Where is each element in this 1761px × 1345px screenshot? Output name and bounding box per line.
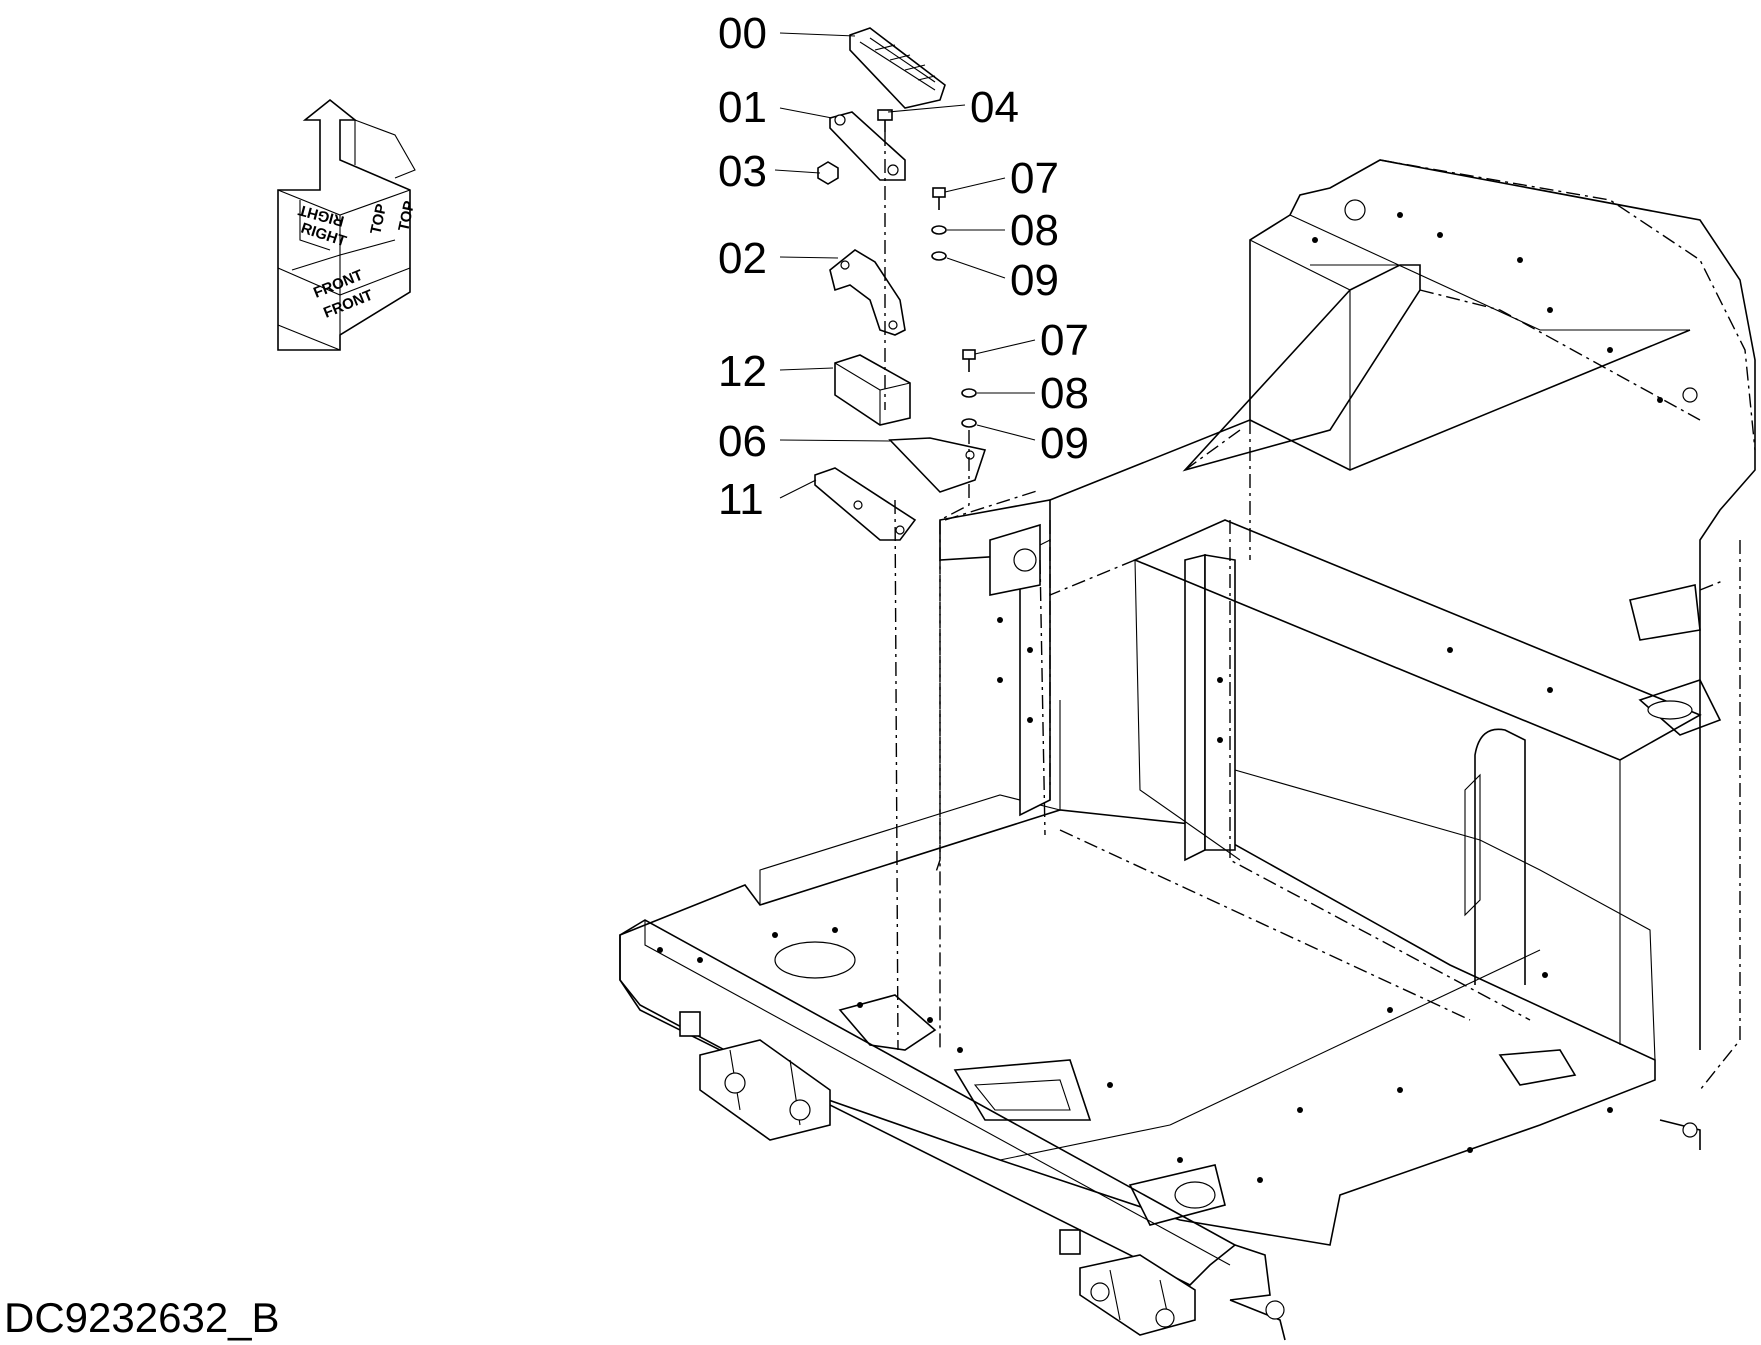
orient-label-top-2: TOP: [395, 199, 418, 232]
washer-part-08a: [931, 225, 947, 235]
callout-06: 06: [718, 417, 767, 466]
callout-00: 00: [718, 9, 767, 58]
leader-lines: [774, 32, 1036, 499]
washer-part-09a: [931, 251, 947, 261]
callout-07-lower: 07: [1040, 316, 1089, 365]
bolt-part-07a: [932, 187, 946, 198]
callout-11: 11: [718, 475, 764, 524]
nut-part-03: [817, 161, 839, 185]
washer-part-08b: [961, 388, 977, 398]
orient-label-top-1: TOP: [367, 202, 390, 235]
block-part-12: [834, 354, 911, 426]
bolt-part-07b: [962, 349, 976, 360]
exploded-parts: [814, 27, 987, 541]
callout-08-lower: 08: [1040, 369, 1089, 418]
washer-part-09b: [961, 418, 977, 428]
callout-09-upper: 09: [1010, 256, 1059, 305]
orientation-symbol: TOP TOP RIGHT RIGHT FRONT FRONT: [277, 98, 418, 351]
callout-07-upper: 07: [1010, 154, 1059, 203]
bracket-part-01: [829, 111, 906, 181]
drawing-code: DC9232632_B: [4, 1294, 280, 1341]
callout-labels: 00 01 04 03 07 08 02 09 07 12 08 06 09 1…: [718, 9, 1089, 524]
callout-04: 04: [970, 83, 1019, 132]
callout-08-upper: 08: [1010, 206, 1059, 255]
callout-12: 12: [718, 347, 767, 396]
cab-frame: [619, 159, 1756, 1341]
plate-part-11: [814, 467, 917, 541]
plate-part-06: [888, 437, 987, 493]
assembly-lines: [884, 132, 1756, 1091]
callout-02: 02: [718, 234, 767, 283]
callout-09-lower: 09: [1040, 419, 1089, 468]
bracket-part-02: [829, 249, 906, 336]
callout-01: 01: [718, 83, 767, 132]
callout-03: 03: [718, 147, 767, 196]
pedal-part-00: [849, 27, 946, 109]
